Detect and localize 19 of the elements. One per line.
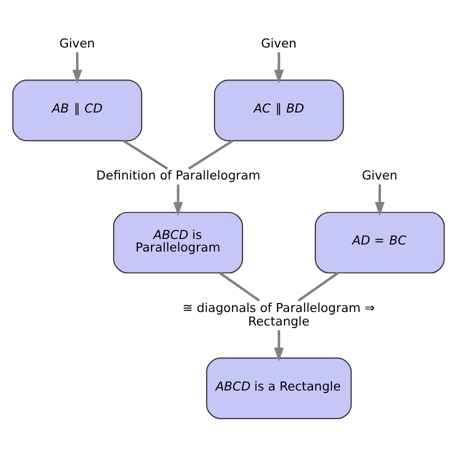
arrow [72, 52, 82, 84]
node-text: Given [362, 168, 398, 182]
node-box: ABCD is a Rectangle [206, 356, 352, 419]
connector [298, 272, 339, 302]
node-box: AD = BC [314, 211, 445, 273]
arrow [374, 184, 385, 216]
node-box: AC ∥ BD [214, 79, 344, 141]
connector [188, 139, 234, 170]
node-text: ≅ diagonals of Parallelogram ⇒ Rectangle [182, 300, 375, 328]
connector [219, 272, 260, 302]
node-box: AB ∥ CD [12, 79, 142, 141]
arrow [274, 330, 284, 362]
arrow [274, 52, 284, 84]
node-text: Given [59, 36, 95, 50]
node-box: ABCD is Parallelogram [113, 211, 244, 273]
node-text: Given [260, 36, 297, 50]
node-text: Definition of Parallelogram [96, 168, 260, 182]
connector [122, 139, 168, 170]
arrow [173, 184, 183, 216]
